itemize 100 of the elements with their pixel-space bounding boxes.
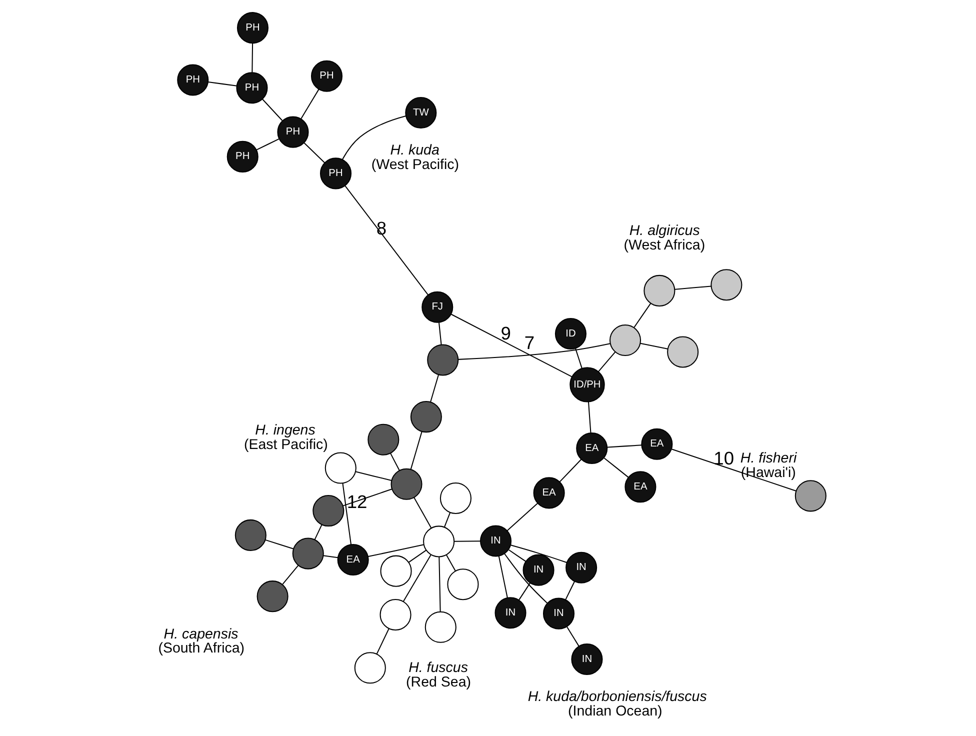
node-circle: EA: [533, 477, 565, 509]
node-circle: [410, 401, 442, 433]
node-circle: [390, 468, 422, 500]
connector: [588, 402, 592, 433]
connector: [438, 556, 441, 612]
node-circle: [447, 568, 479, 600]
connector: [342, 483, 352, 545]
node-circle: [312, 495, 344, 527]
node-circle: [234, 519, 266, 551]
connector: [506, 502, 538, 531]
label: (South Africa): [158, 640, 245, 657]
connector: [607, 444, 642, 448]
node-circle: [423, 526, 455, 558]
connector: [430, 374, 439, 402]
node-circle: EA: [641, 428, 673, 460]
connector: [672, 448, 796, 492]
node-circle: FJ: [422, 291, 454, 323]
node-label: H. ingens: [255, 422, 316, 439]
node-circle: PH: [277, 116, 309, 148]
connector: [598, 352, 616, 372]
node-circle: EA: [576, 432, 608, 464]
node-circle: [427, 344, 459, 376]
connector: [560, 459, 582, 482]
connector: [390, 453, 400, 471]
node-circle: ID: [554, 318, 586, 350]
connector: [438, 322, 442, 345]
node-circle: PH: [226, 140, 258, 172]
connector: [446, 554, 456, 572]
connector: [265, 539, 294, 550]
label: (Indian Ocean): [568, 703, 662, 720]
connector: [402, 554, 432, 602]
label: H. fuscus: [408, 660, 468, 676]
connector: [566, 626, 580, 646]
label: (Red Sea): [406, 674, 471, 690]
connector: [304, 142, 325, 163]
node-circle: [440, 482, 472, 514]
label: H. kuda: [390, 142, 440, 159]
node-circle: [710, 269, 742, 301]
node-circle: EA: [337, 544, 369, 576]
node-circle: IN: [522, 554, 554, 586]
node-circle: [380, 555, 412, 587]
label: H. algiricus: [629, 223, 700, 240]
node-circle: IN: [566, 552, 598, 584]
node-circle: [667, 336, 699, 368]
connector: [510, 544, 567, 563]
node-circle: IN: [571, 643, 603, 676]
connector: [300, 89, 320, 120]
label: H. kuda/borboniensis/fuscus: [528, 689, 707, 706]
connector: [498, 556, 508, 598]
label: H. capensis: [164, 626, 238, 642]
node-circle: IN: [494, 597, 526, 629]
node-circle: IN: [542, 598, 575, 630]
node-circle: PH: [310, 60, 343, 92]
node-circle: PH: [320, 158, 352, 190]
connector: [414, 497, 432, 528]
node-circle: [380, 598, 412, 630]
connector: [640, 342, 668, 350]
connector: [376, 628, 390, 654]
connector: [674, 286, 712, 290]
label: (West Pacific): [371, 156, 460, 173]
connector: [208, 82, 237, 86]
connector: [450, 314, 572, 378]
node-circle: [368, 424, 400, 456]
node-circle: [794, 480, 826, 512]
connector: [256, 138, 280, 150]
node-circle: [324, 452, 356, 484]
node-circle: [644, 274, 676, 306]
node-label: (East Pacific): [244, 436, 328, 453]
node-circle: PH: [177, 64, 209, 96]
connector: [458, 343, 610, 360]
node-circle: IN: [480, 525, 512, 557]
connector: [444, 512, 451, 527]
connector: [323, 555, 338, 558]
connector: [575, 348, 582, 369]
connector: [634, 303, 651, 328]
node-circle: TW: [405, 96, 437, 129]
connector: [410, 432, 422, 470]
connector: [368, 544, 424, 558]
connector: [262, 98, 283, 121]
node-circle: [256, 580, 288, 612]
edge-label: 8: [376, 218, 387, 239]
label: (West Africa): [624, 237, 706, 254]
connector: [508, 549, 526, 562]
node-label: (Hawai'i): [740, 464, 796, 481]
connector: [565, 581, 575, 600]
node-circle: PH: [236, 12, 268, 44]
edge-label: 10: [714, 447, 734, 468]
connector: [252, 43, 254, 72]
node-circle: [354, 652, 386, 684]
connector: [355, 471, 392, 481]
connector: [342, 116, 406, 160]
node-label: H. fisheri: [740, 450, 797, 467]
connector: [314, 524, 322, 540]
connector: [408, 550, 426, 563]
node-circle: [609, 324, 642, 356]
node-circle: [424, 611, 456, 643]
node-circle: ID/PH: [570, 367, 605, 402]
node-circle: PH: [236, 72, 268, 104]
connector: [518, 582, 530, 600]
edge-label: 9: [500, 322, 511, 344]
